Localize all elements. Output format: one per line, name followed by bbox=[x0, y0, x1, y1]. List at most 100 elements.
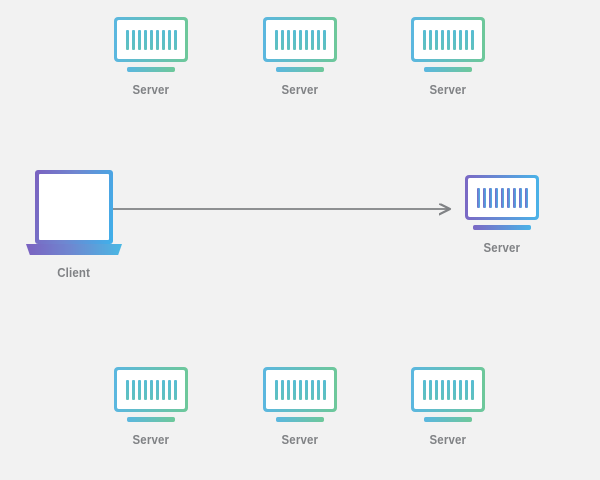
node-server-bottom-2[interactable]: Server bbox=[263, 367, 337, 447]
server-bar bbox=[155, 29, 159, 50]
server-bar bbox=[161, 379, 165, 400]
server-base bbox=[127, 67, 175, 72]
server-icon bbox=[465, 175, 539, 230]
server-bar bbox=[304, 379, 308, 400]
server-bar bbox=[458, 29, 462, 50]
server-bar bbox=[470, 379, 474, 400]
server-icon bbox=[411, 17, 485, 72]
server-base bbox=[424, 67, 472, 72]
server-bar bbox=[274, 29, 278, 50]
server-bar bbox=[131, 379, 135, 400]
server-bar bbox=[280, 379, 284, 400]
server-bar bbox=[458, 379, 462, 400]
server-screen bbox=[114, 17, 188, 62]
server-bar bbox=[274, 379, 278, 400]
server-bar bbox=[464, 29, 468, 50]
server-base bbox=[276, 417, 324, 422]
server-bar bbox=[286, 379, 290, 400]
server-bar bbox=[298, 379, 302, 400]
server-bar bbox=[310, 29, 314, 50]
server-bar bbox=[292, 29, 296, 50]
server-screen-inner bbox=[414, 370, 482, 409]
server-bar bbox=[173, 29, 177, 50]
server-bar bbox=[322, 29, 326, 50]
server-bar bbox=[440, 379, 444, 400]
node-label: Server bbox=[429, 432, 467, 447]
server-screen bbox=[411, 367, 485, 412]
server-bar bbox=[452, 29, 456, 50]
server-bar bbox=[512, 187, 516, 208]
server-screen-inner bbox=[266, 20, 334, 59]
server-bar bbox=[506, 187, 510, 208]
server-bar bbox=[488, 187, 492, 208]
node-label: Server bbox=[132, 82, 170, 97]
server-bar bbox=[494, 187, 498, 208]
server-bar bbox=[422, 29, 426, 50]
server-bar bbox=[280, 29, 284, 50]
server-bar bbox=[137, 29, 141, 50]
server-bar bbox=[143, 379, 147, 400]
node-label: Server bbox=[429, 82, 467, 97]
server-base bbox=[127, 417, 175, 422]
server-bar bbox=[428, 29, 432, 50]
node-label: Client bbox=[57, 265, 91, 280]
server-bar bbox=[440, 29, 444, 50]
server-screen bbox=[411, 17, 485, 62]
node-server-top-1[interactable]: Server bbox=[114, 17, 188, 97]
server-bar bbox=[173, 379, 177, 400]
server-bar bbox=[286, 29, 290, 50]
node-client[interactable]: Client bbox=[26, 170, 122, 280]
server-bar bbox=[482, 187, 486, 208]
server-bar bbox=[476, 187, 480, 208]
server-bar bbox=[518, 187, 522, 208]
node-label: Server bbox=[281, 432, 319, 447]
server-bar bbox=[524, 187, 528, 208]
server-screen bbox=[465, 175, 539, 220]
server-screen-inner bbox=[266, 370, 334, 409]
node-label: Server bbox=[132, 432, 170, 447]
server-bar bbox=[434, 379, 438, 400]
server-bar bbox=[304, 29, 308, 50]
server-icon bbox=[411, 367, 485, 422]
node-server-bottom-3[interactable]: Server bbox=[411, 367, 485, 447]
server-bar bbox=[464, 379, 468, 400]
server-bar bbox=[149, 379, 153, 400]
server-icon bbox=[114, 17, 188, 72]
node-label: Server bbox=[483, 240, 521, 255]
server-screen-inner bbox=[117, 20, 185, 59]
server-bar bbox=[161, 29, 165, 50]
server-bar bbox=[434, 29, 438, 50]
server-bar bbox=[446, 379, 450, 400]
server-bar bbox=[452, 379, 456, 400]
laptop-base bbox=[26, 244, 122, 255]
server-bar bbox=[310, 379, 314, 400]
node-server-bottom-1[interactable]: Server bbox=[114, 367, 188, 447]
server-bar bbox=[125, 379, 129, 400]
server-bar bbox=[149, 29, 153, 50]
server-screen bbox=[263, 367, 337, 412]
server-screen bbox=[263, 17, 337, 62]
laptop-screen bbox=[35, 170, 113, 244]
node-server-target[interactable]: Server bbox=[465, 175, 539, 255]
server-bar bbox=[167, 29, 171, 50]
server-bar bbox=[155, 379, 159, 400]
node-server-top-2[interactable]: Server bbox=[263, 17, 337, 97]
server-bar bbox=[446, 29, 450, 50]
server-bar bbox=[292, 379, 296, 400]
server-bar bbox=[322, 379, 326, 400]
server-bar bbox=[316, 379, 320, 400]
server-bar bbox=[316, 29, 320, 50]
server-screen-inner bbox=[468, 178, 536, 217]
server-screen-inner bbox=[117, 370, 185, 409]
server-bar bbox=[422, 379, 426, 400]
server-bar bbox=[428, 379, 432, 400]
node-server-top-3[interactable]: Server bbox=[411, 17, 485, 97]
server-bar bbox=[143, 29, 147, 50]
server-icon bbox=[114, 367, 188, 422]
server-base bbox=[424, 417, 472, 422]
server-icon bbox=[263, 367, 337, 422]
server-bar bbox=[470, 29, 474, 50]
server-bar bbox=[131, 29, 135, 50]
server-bar bbox=[137, 379, 141, 400]
